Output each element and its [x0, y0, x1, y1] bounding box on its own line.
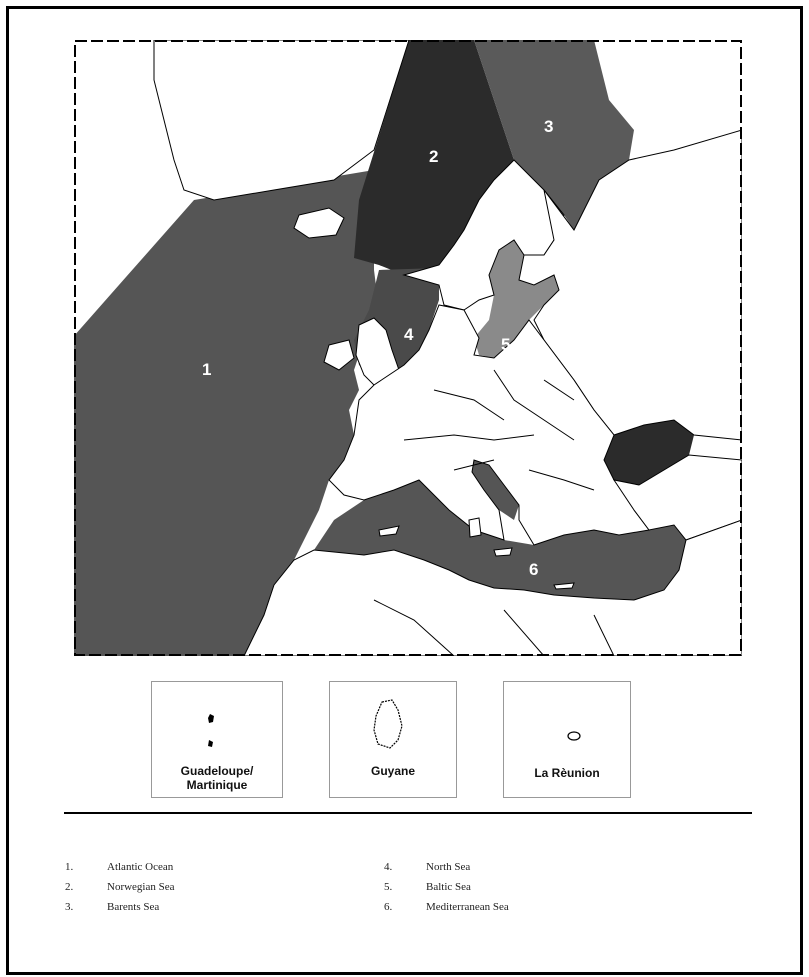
- zone-label-1: 1: [202, 360, 211, 379]
- zone-baltic-sea: [474, 240, 559, 358]
- legend-name: Barents Sea: [107, 901, 160, 913]
- legend-number: 4.: [384, 861, 393, 873]
- legend-number: 1.: [65, 861, 74, 873]
- zone-label-2: 2: [429, 147, 438, 166]
- page-frame: 1 2 3 4 5 6 Guadeloupe/ Martinique Guyan…: [6, 6, 803, 975]
- zone-norwegian-sea: [354, 40, 514, 275]
- section-divider: [64, 812, 752, 814]
- island-shape-icon: [208, 714, 214, 747]
- inset-label-line1: Guadeloupe/: [180, 764, 254, 778]
- zone-label-3: 3: [544, 117, 553, 136]
- legend-name: Baltic Sea: [426, 881, 471, 893]
- land-masses: [153, 40, 742, 656]
- legend-number: 2.: [65, 881, 74, 893]
- zone-label-6: 6: [529, 560, 538, 579]
- legend-number: 6.: [384, 901, 393, 913]
- inset-label-line2: Martinique: [186, 778, 248, 792]
- legend-number: 3.: [65, 901, 74, 913]
- legend-name: North Sea: [426, 861, 471, 873]
- inset-guyane: Guyane: [329, 681, 457, 798]
- europe-sea-zones-map: 1 2 3 4 5 6: [74, 40, 742, 656]
- inset-la-reunion: La Rèunion: [503, 681, 631, 798]
- zone-mediterranean-sea: [314, 480, 686, 600]
- inset-label-la-reunion: La Rèunion: [534, 766, 600, 780]
- zone-adriatic-sea: [472, 460, 519, 520]
- zone-atlantic-ocean: [74, 170, 379, 656]
- zone-label-5: 5: [501, 335, 510, 354]
- island-outline-icon: [567, 731, 581, 741]
- legend-name: Mediterranean Sea: [426, 901, 509, 913]
- legend-number: 5.: [384, 881, 393, 893]
- inset-label-guyane: Guyane: [370, 764, 415, 778]
- zone-barents-sea: [474, 40, 634, 230]
- territory-outline-icon: [373, 699, 403, 749]
- legend-name: Atlantic Ocean: [107, 861, 174, 873]
- zone-black-sea: [604, 420, 694, 485]
- zone-label-4: 4: [404, 325, 414, 344]
- legend-name: Norwegian Sea: [107, 881, 175, 893]
- inset-guadeloupe-martinique: Guadeloupe/ Martinique: [151, 681, 283, 798]
